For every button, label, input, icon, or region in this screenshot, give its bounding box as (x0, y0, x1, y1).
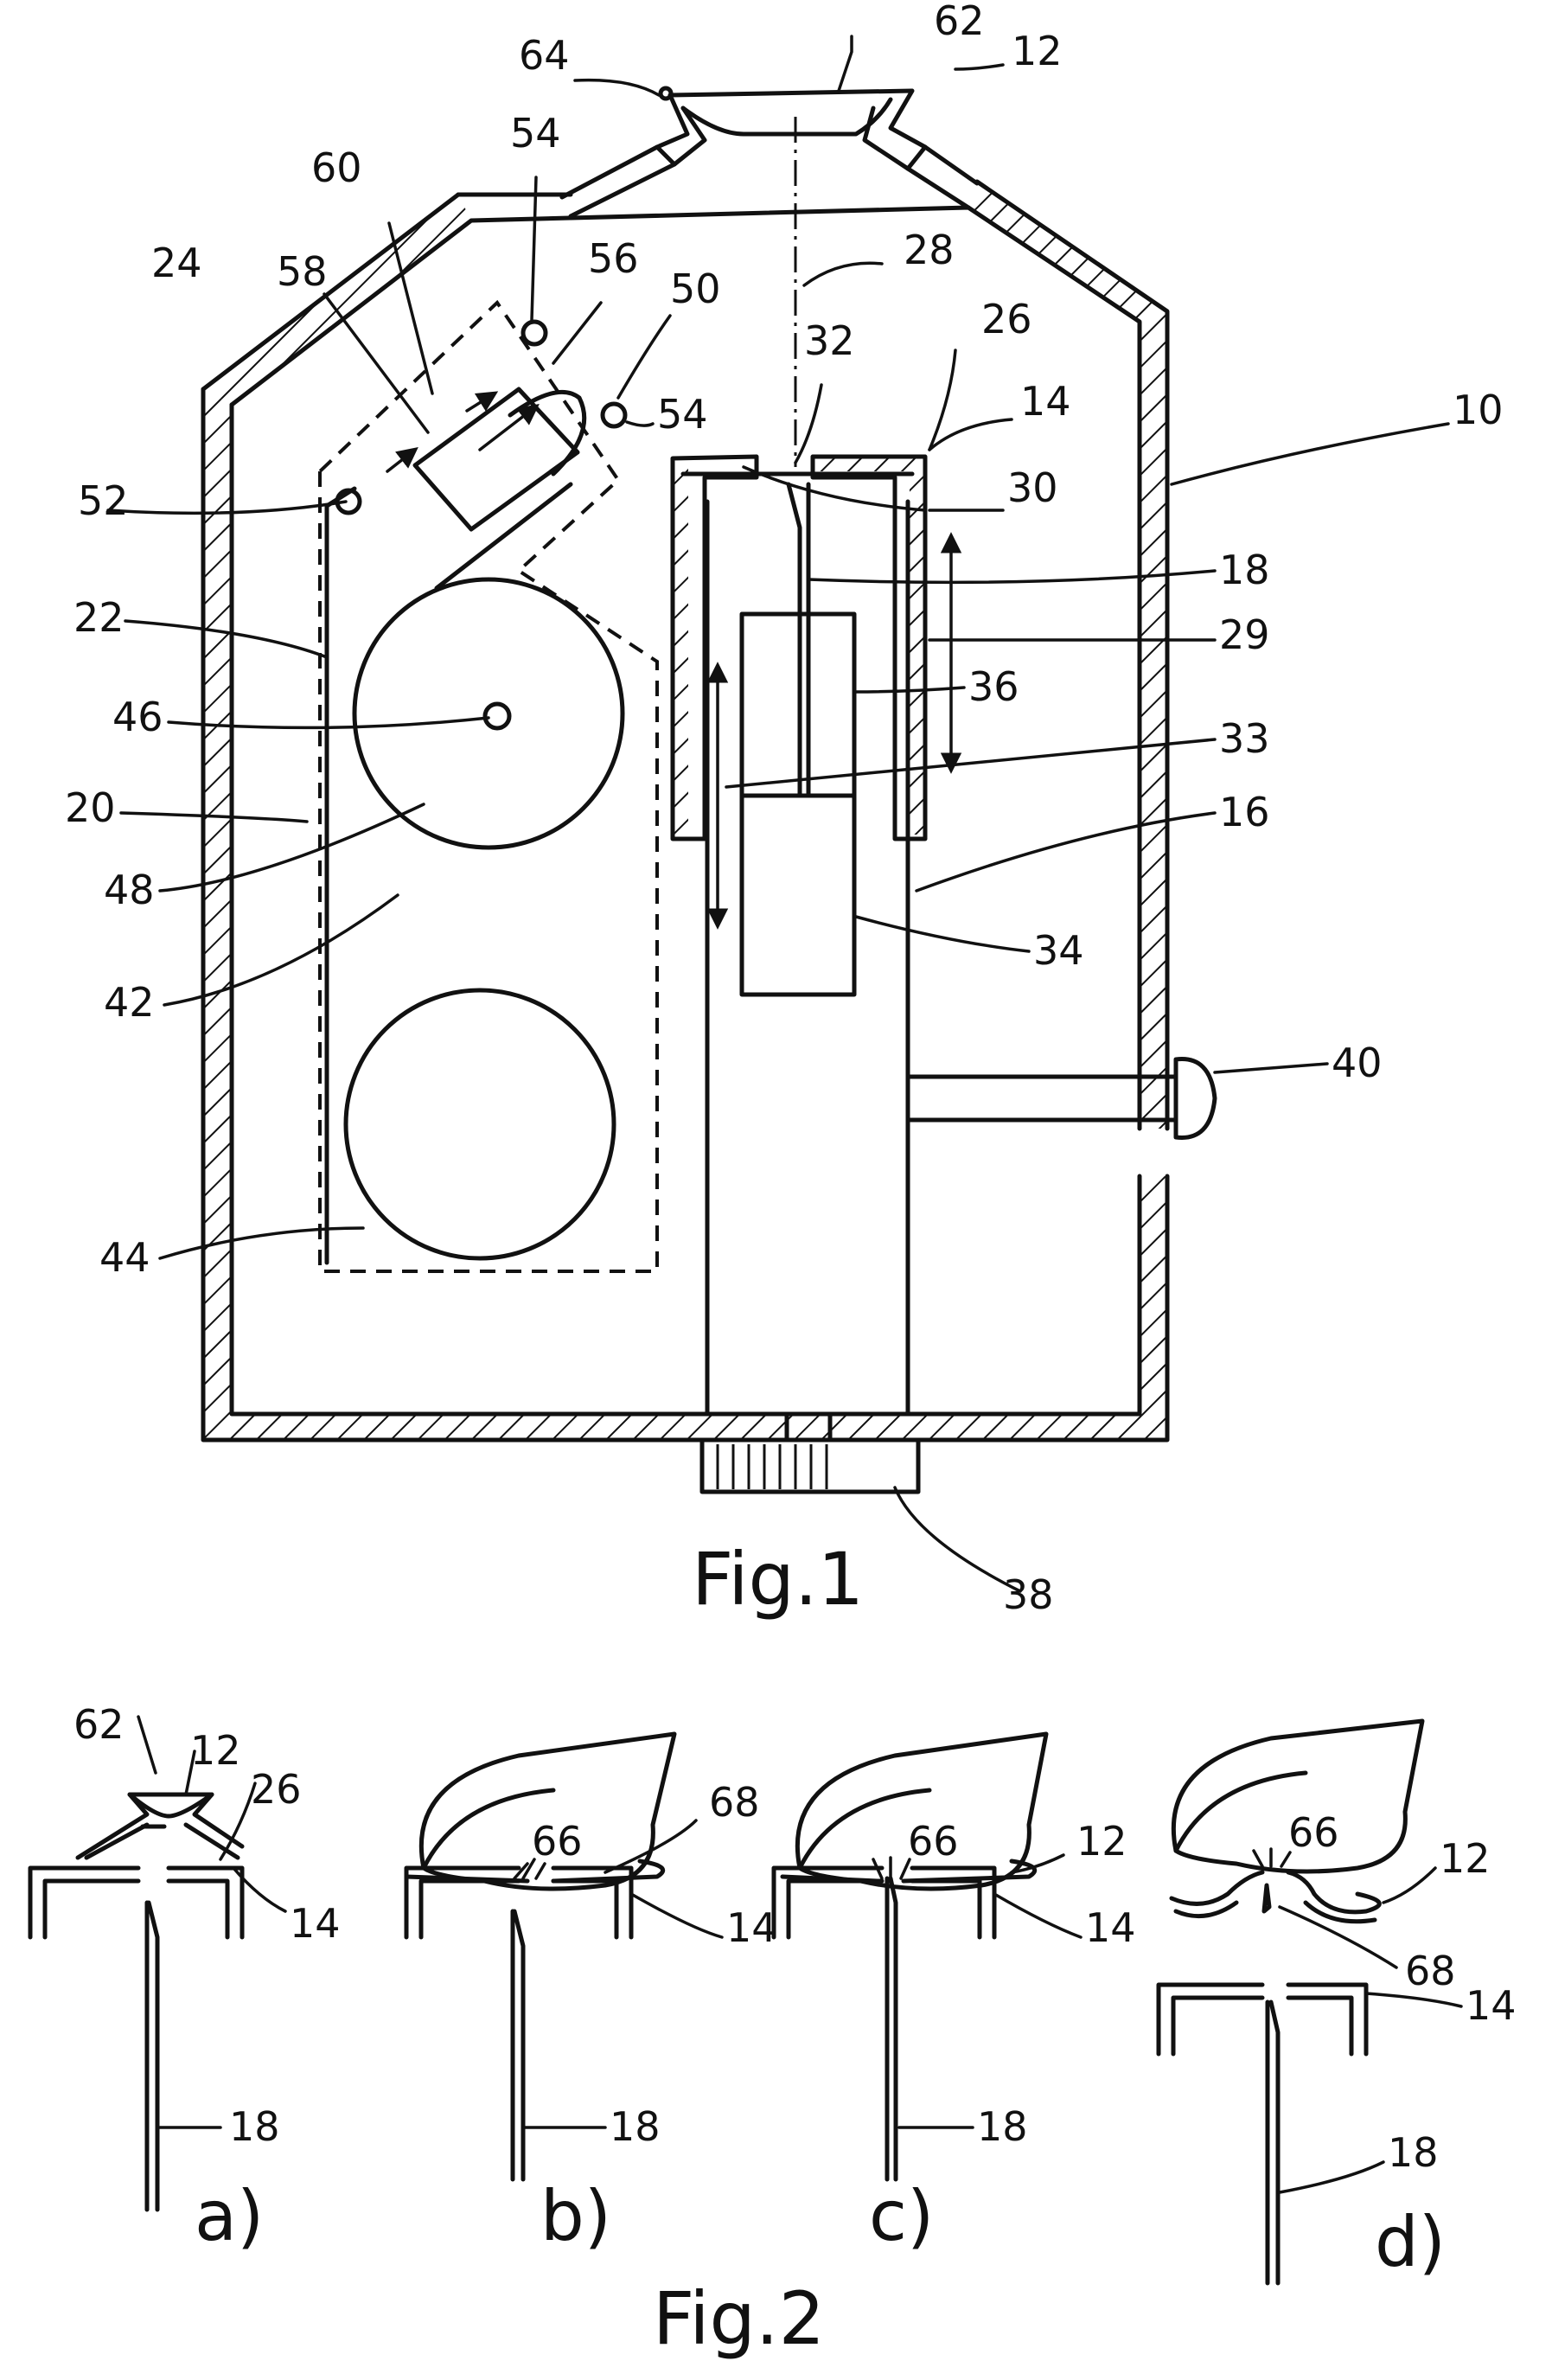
label: 52 (78, 477, 129, 524)
label: 66 (908, 1818, 959, 1865)
label: 44 (99, 1234, 150, 1281)
roll-44 (346, 990, 614, 1258)
label: 56 (588, 235, 639, 282)
label: 60 (311, 144, 362, 191)
label: 18 (977, 2103, 1028, 2150)
label: 62 (934, 0, 985, 44)
label: 54 (657, 391, 708, 438)
label: 34 (1033, 927, 1084, 974)
fig2-sub-c: c) (869, 2176, 934, 2256)
figure-2: 62 12 26 14 18 a) 66 68 14 18 b) (30, 1701, 1517, 2361)
label: 18 (1219, 547, 1270, 593)
label: 14 (726, 1904, 777, 1951)
label: 16 (1219, 789, 1270, 835)
label: 29 (1219, 611, 1270, 658)
label: 14 (290, 1900, 341, 1947)
label: 38 (1003, 1571, 1054, 1618)
fig2-panel-c: 66 12 14 18 c) (774, 1734, 1136, 2256)
roll-48 (354, 484, 623, 848)
label: 62 (73, 1701, 125, 1748)
label: 12 (1440, 1835, 1491, 1882)
fig2-sub-a: a) (195, 2176, 264, 2256)
label: 33 (1219, 715, 1270, 762)
label: 42 (104, 979, 155, 1026)
fig2-panel-b: 66 68 14 18 b) (406, 1734, 777, 2256)
label: 12 (1012, 28, 1063, 74)
label: 30 (1007, 464, 1058, 511)
label: 36 (968, 663, 1019, 710)
label: 32 (804, 317, 855, 364)
label: 22 (73, 594, 125, 641)
label: 18 (1388, 2129, 1439, 2176)
label: 40 (1332, 1040, 1383, 1086)
label: 20 (65, 784, 116, 831)
fig2-sub-b: b) (540, 2176, 611, 2256)
label: 10 (1453, 387, 1504, 433)
label: 26 (251, 1766, 302, 1813)
label: 64 (519, 32, 570, 79)
fig1-caption: Fig.1 (692, 1537, 864, 1622)
label: 66 (1288, 1809, 1339, 1856)
label: 58 (277, 248, 328, 295)
fig2-panel-a: 62 12 26 14 18 a) (30, 1701, 341, 2256)
label: 68 (709, 1779, 760, 1826)
fig2-sub-d: d) (1375, 2202, 1446, 2282)
label: 14 (1020, 378, 1071, 425)
label: 26 (981, 296, 1032, 342)
label: 24 (151, 240, 202, 286)
label: 12 (1076, 1818, 1127, 1865)
label: 14 (1466, 1982, 1517, 2029)
label: 66 (532, 1818, 583, 1865)
needle-18 (742, 484, 854, 995)
label: 12 (190, 1727, 241, 1774)
label: 14 (1085, 1904, 1136, 1951)
label: 28 (904, 227, 955, 273)
fig1-labels: 64 62 12 54 60 24 58 56 50 28 26 32 14 1… (65, 0, 1504, 1618)
figure-1: 64 62 12 54 60 24 58 56 50 28 26 32 14 1… (65, 0, 1504, 1622)
label: 68 (1405, 1948, 1456, 1994)
label: 46 (112, 694, 163, 740)
fig2-panel-d: 66 12 68 14 18 d) (1159, 1721, 1517, 2283)
label: 18 (229, 2103, 280, 2150)
label: 54 (510, 110, 561, 157)
fig2-caption: Fig.2 (653, 2276, 825, 2361)
label: 50 (670, 266, 721, 312)
label: 48 (104, 867, 155, 913)
lancet-holder-24 (337, 322, 625, 529)
label: 18 (610, 2103, 661, 2150)
cassette-20 (320, 303, 657, 1271)
